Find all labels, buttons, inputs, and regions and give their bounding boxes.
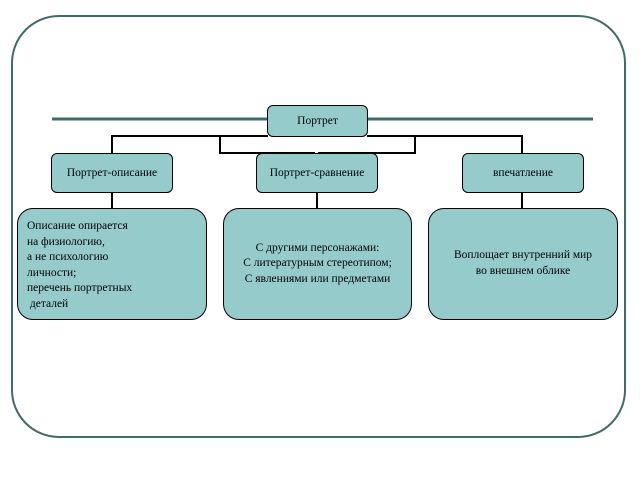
detail-line: С другими персонажами: bbox=[255, 241, 380, 254]
detail-box-description: Описание опирается на физиологию, а не п… bbox=[17, 208, 207, 320]
detail-line: С явлениями или предметами bbox=[244, 272, 391, 285]
branch-node-comparison: Портрет-сравнение bbox=[256, 153, 378, 193]
root-node-portrait: Портрет bbox=[267, 105, 368, 137]
detail-line: личности; bbox=[27, 266, 77, 279]
connector-root-to-left bbox=[111, 135, 268, 154]
branch-node-impression: впечатление bbox=[462, 153, 584, 193]
detail-line: Описание опирается bbox=[27, 220, 128, 232]
detail-line: Воплощает внутренний мир bbox=[453, 249, 593, 262]
detail-line: во внешнем облике bbox=[475, 265, 571, 277]
detail-box-impression: Воплощает внутренний мир во внешнем обли… bbox=[428, 208, 618, 320]
detail-line: на физиологию, bbox=[27, 235, 105, 248]
detail-box-comparison: С другими персонажами: С литературным ст… bbox=[223, 208, 412, 320]
detail-line: С литературным стереотипом; bbox=[243, 257, 392, 270]
connector-root-to-middle bbox=[219, 136, 315, 154]
detail-line: а не психологию bbox=[27, 251, 109, 264]
detail-line: деталей bbox=[27, 297, 69, 310]
detail-line: перечень портретных bbox=[27, 282, 133, 295]
connector-root-to-right bbox=[367, 135, 523, 154]
connector-root-to-middle-right bbox=[318, 136, 416, 154]
branch-node-description: Портрет-описание bbox=[51, 153, 173, 193]
